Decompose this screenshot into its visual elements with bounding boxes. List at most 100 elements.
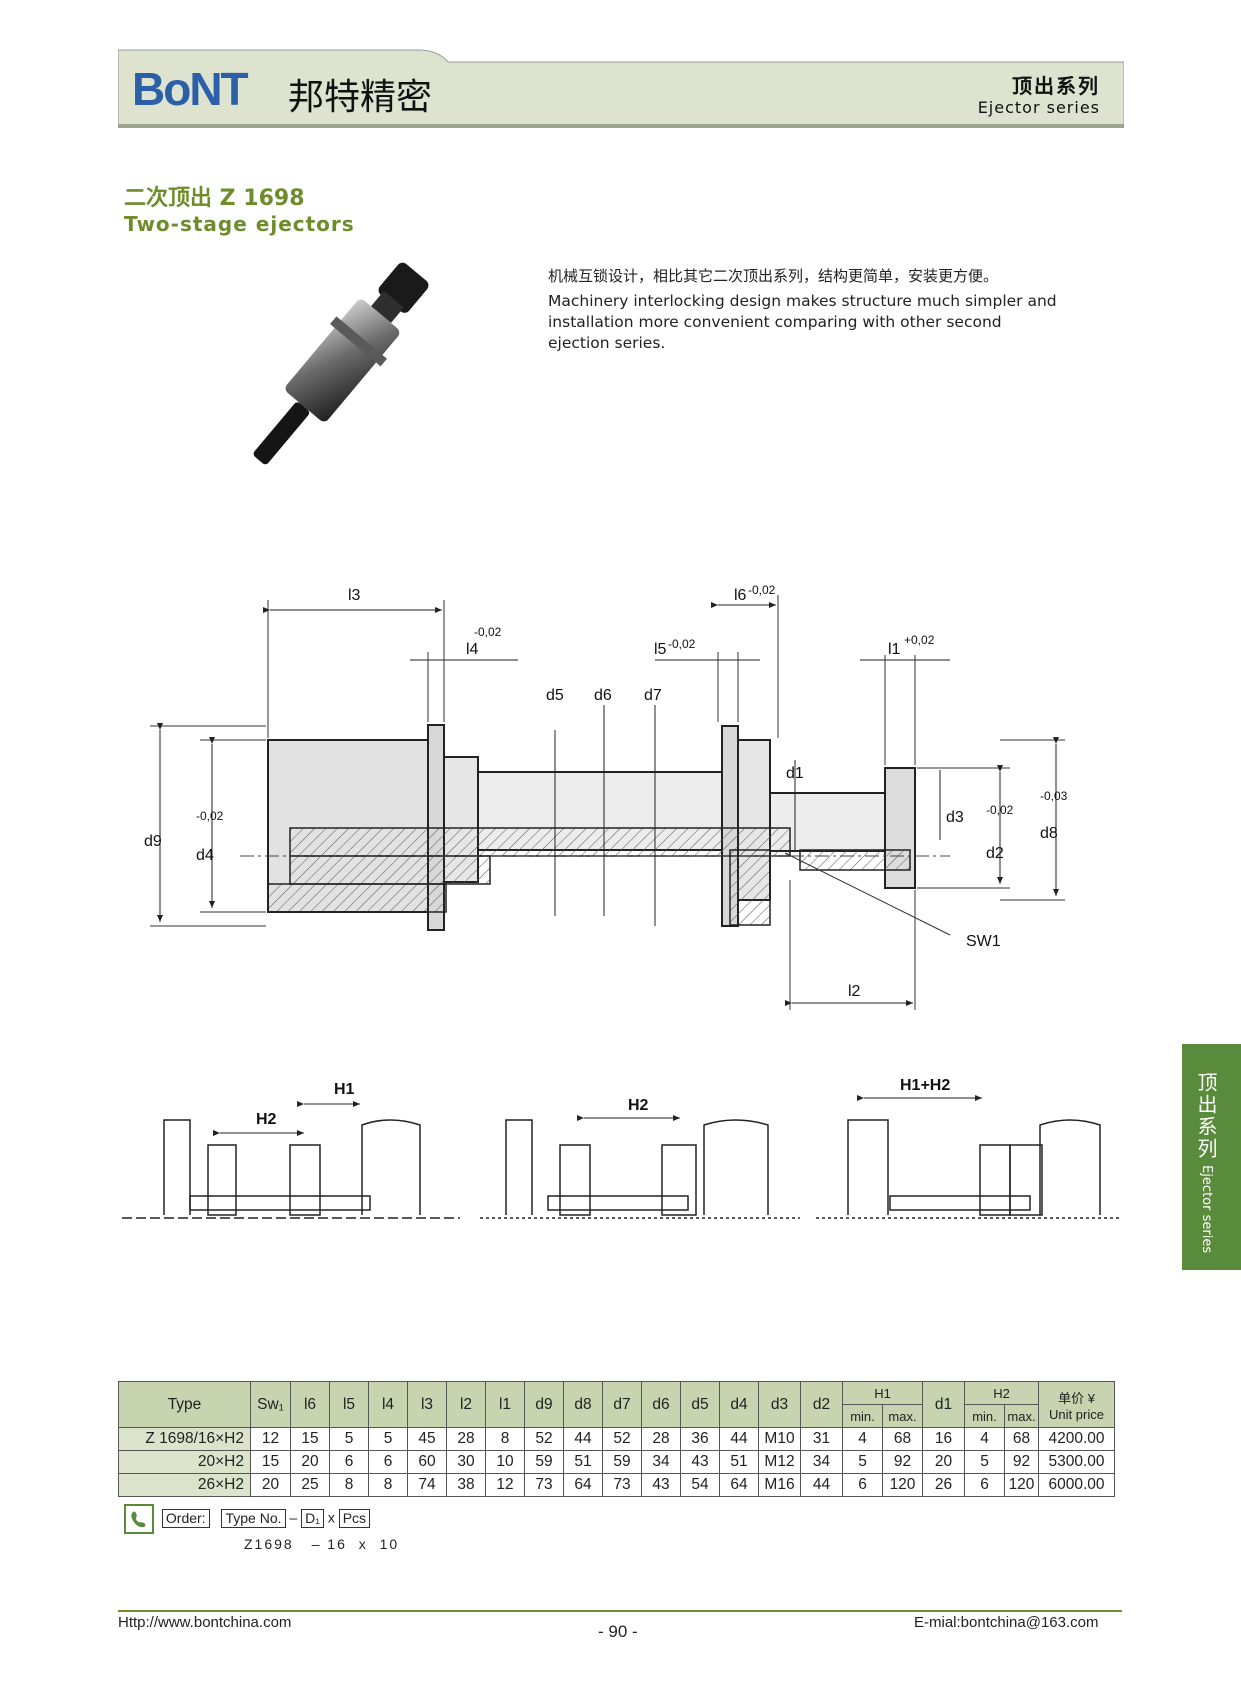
col-l1: l1 (485, 1381, 525, 1428)
dim-l6-tol: -0,02 (748, 583, 776, 597)
table-cell: 60 (407, 1450, 447, 1474)
dim-l5-tol: -0,02 (668, 637, 696, 651)
table-cell-type: Z 1698/16×H2 (118, 1427, 251, 1451)
table-cell: 59 (524, 1450, 564, 1474)
table-cell: 5300.00 (1038, 1450, 1115, 1474)
table-cell: 25 (290, 1473, 330, 1497)
table-cell: 8 (368, 1473, 408, 1497)
table-cell: 54 (680, 1473, 720, 1497)
phone-icon (124, 1504, 154, 1534)
order-sep1: – (289, 1509, 298, 1526)
stage3-label-h1h2: H1+H2 (900, 1077, 950, 1094)
table-cell: 6000.00 (1038, 1473, 1115, 1497)
brand-logo: BoNT (132, 63, 249, 115)
col-d3: d3 (758, 1381, 801, 1428)
table-cell: 45 (407, 1427, 447, 1451)
table-cell: 34 (641, 1450, 681, 1474)
table-cell: 59 (602, 1450, 642, 1474)
table-cell: 30 (446, 1450, 486, 1474)
footer-website-link[interactable]: Http://www.bontchina.com (118, 1614, 292, 1631)
dim-l2: l2 (848, 983, 861, 1000)
table-cell: 5 (964, 1450, 1005, 1474)
table-cell: 44 (563, 1427, 603, 1451)
dim-d4-tol: -0,02 (196, 809, 224, 823)
col-price-cn: 单价 ¥ (1058, 1390, 1095, 1406)
table-cell: 4200.00 (1038, 1427, 1115, 1451)
dim-l1: l1 (888, 641, 901, 658)
product-description: 机械互锁设计，相比其它二次顶出系列，结构更简单，安装更方便。 Machinery… (548, 266, 1068, 354)
order-field-d1: D₁ (301, 1508, 324, 1528)
stage-label-h2: H2 (256, 1111, 277, 1128)
table-cell: 120 (882, 1473, 923, 1497)
table-cell: 36 (680, 1427, 720, 1451)
dim-l3: l3 (348, 587, 361, 604)
order-example-d1: 16 (327, 1536, 347, 1552)
col-l2: l2 (446, 1381, 486, 1428)
table-cell: 28 (446, 1427, 486, 1451)
footer-email-link[interactable]: E-mial:bontchina@163.com (914, 1614, 1099, 1631)
col-h2-max: max. (1004, 1404, 1039, 1428)
col-type: Type (118, 1381, 251, 1428)
table-cell: 73 (602, 1473, 642, 1497)
stage-diagram-3 (816, 1119, 1122, 1219)
dim-l4: l4 (466, 641, 479, 658)
table-cell: 43 (680, 1450, 720, 1474)
table-cell: 64 (719, 1473, 759, 1497)
table-cell: 6 (368, 1450, 408, 1474)
table-cell: 43 (641, 1473, 681, 1497)
description-cn: 机械互锁设计，相比其它二次顶出系列，结构更简单，安装更方便。 (548, 267, 999, 285)
table-cell: M12 (758, 1450, 801, 1474)
table-cell: 15 (250, 1450, 291, 1474)
dim-l1-tol: +0,02 (904, 633, 935, 647)
table-cell: M16 (758, 1473, 801, 1497)
table-cell: 28 (641, 1427, 681, 1451)
side-tab-en: Ejector series (1199, 1165, 1214, 1254)
table-cell: 6 (842, 1473, 883, 1497)
col-sw: Sw₁ (250, 1381, 291, 1428)
brand-name-cn: 邦特精密 (288, 77, 433, 118)
footer-divider (118, 1610, 1122, 1612)
col-h2: H2 (964, 1381, 1039, 1405)
col-h1: H1 (842, 1381, 923, 1405)
order-field-pcs: Pcs (338, 1508, 371, 1528)
col-d2: d2 (800, 1381, 843, 1428)
table-cell: 92 (1004, 1450, 1039, 1474)
col-h1-max: max. (882, 1404, 923, 1428)
product-title-en: Two-stage ejectors (124, 212, 355, 236)
table-cell: 20 (922, 1450, 965, 1474)
table-cell: 8 (485, 1427, 525, 1451)
order-example-pcs: 10 (379, 1536, 400, 1552)
table-cell: 6 (329, 1450, 369, 1474)
col-price: 单价 ¥ Unit price (1038, 1381, 1115, 1428)
table-cell: 44 (800, 1473, 843, 1497)
table-cell: 20 (250, 1473, 291, 1497)
table-cell: 52 (602, 1427, 642, 1451)
series-title-cn: 顶出系列 (1012, 74, 1100, 98)
dim-d5: d5 (546, 687, 564, 704)
side-tab-cn: 顶出系列 (1194, 1072, 1218, 1160)
series-title-en: Ejector series (977, 98, 1100, 117)
product-title-cn: 二次顶出 Z 1698 (124, 186, 305, 211)
table-cell: 4 (842, 1427, 883, 1451)
page-header: BoNT 邦特精密 顶出系列 Ejector series (118, 48, 1124, 128)
table-cell: 68 (1004, 1427, 1039, 1451)
table-cell: 15 (290, 1427, 330, 1451)
dim-d1: d1 (786, 765, 804, 782)
dim-l5: l5 (654, 641, 667, 658)
dim-d9: d9 (144, 833, 162, 850)
col-h2-min: min. (964, 1404, 1005, 1428)
dim-l6: l6 (734, 587, 747, 604)
col-d7: d7 (602, 1381, 642, 1428)
dim-d7: d7 (644, 687, 662, 704)
table-cell-type: 20×H2 (118, 1450, 251, 1474)
table-cell: 92 (882, 1450, 923, 1474)
table-cell: 26 (922, 1473, 965, 1497)
col-h1-min: min. (842, 1404, 883, 1428)
table-cell: 5 (368, 1427, 408, 1451)
table-cell: 5 (842, 1450, 883, 1474)
table-cell: 20 (290, 1450, 330, 1474)
side-tab: 顶出系列 Ejector series (1182, 1044, 1241, 1270)
dim-d6: d6 (594, 687, 612, 704)
header-band (118, 49, 1124, 128)
